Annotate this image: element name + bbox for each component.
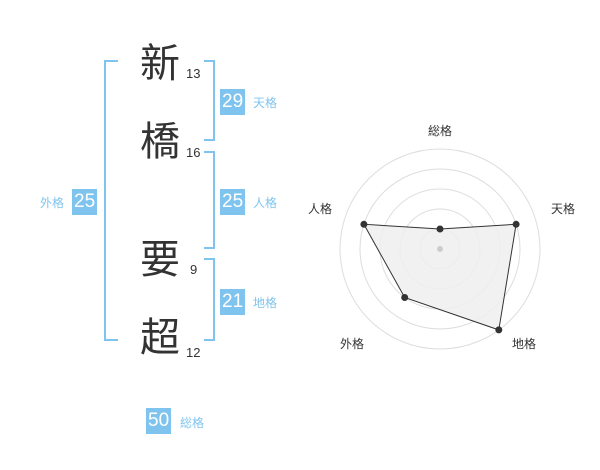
chikaku-bracket-top [204,258,215,260]
jinkaku-label: 人格 [253,196,278,210]
stroke-count-1: 13 [186,66,201,81]
radar-ring-4 [359,168,521,330]
radar-label-gaikaku: 外格 [340,337,365,351]
stroke-count-4: 12 [186,345,201,360]
radar-points [360,220,520,334]
gaikaku-bracket-vertical [104,60,106,341]
name-char-4: 超 [140,315,180,361]
name-char-3: 要 [140,237,180,283]
radar-point-5 [360,220,368,228]
tenkaku-bracket-bottom [204,139,215,141]
tenkaku-label: 天格 [253,96,278,110]
radar-point-3 [495,326,503,334]
radar-center-dot [437,246,443,252]
stroke-count-3: 9 [190,262,198,277]
jinkaku-value: 25 [220,189,246,215]
radar-ring-5 [339,148,541,350]
radar-point-2 [512,220,520,228]
name-char-2: 橋 [140,119,180,165]
gaikaku-value: 25 [72,189,98,215]
soukaku-value: 50 [146,408,172,434]
radar-point-4 [401,294,409,301]
radar-label-soukaku: 総格 [428,124,453,138]
jinkaku-bracket-vertical [213,151,215,249]
radar-label-jinkaku: 人格 [308,202,333,216]
gaikaku-label: 外格 [40,196,65,210]
tenkaku-bracket-vertical [213,60,215,141]
chikaku-label: 地格 [253,296,278,310]
jinkaku-bracket-top [204,151,215,153]
soukaku-label: 総格 [180,416,205,430]
radar-area [363,223,517,331]
tenkaku-value: 29 [220,89,246,115]
gaikaku-bracket-top [104,60,118,62]
chikaku-bracket-bottom [204,339,215,341]
radar-label-tenkaku: 天格 [551,202,576,216]
name-char-1: 新 [140,41,180,87]
stroke-count-2: 16 [186,145,201,160]
tenkaku-bracket-top [204,60,215,62]
radar-label-chikaku: 地格 [512,337,537,351]
chikaku-value: 21 [220,289,246,315]
jinkaku-bracket-bottom [204,247,215,249]
radar-point-1 [436,225,444,233]
chikaku-bracket-vertical [213,258,215,341]
gaikaku-bracket-bottom [104,339,118,341]
